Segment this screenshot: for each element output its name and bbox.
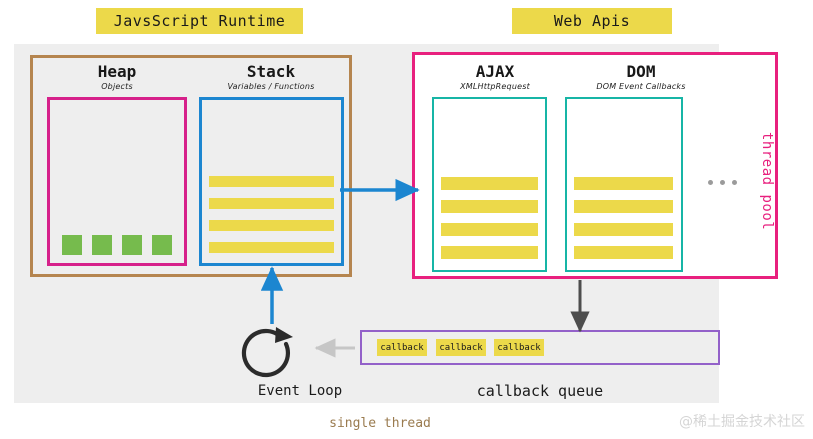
heap-object-block xyxy=(152,235,172,255)
stack-subtitle: Variables / Functions xyxy=(227,82,315,91)
heap-object-block xyxy=(92,235,112,255)
javascript-runtime-title: JavsScript Runtime xyxy=(96,8,303,34)
dom-task-bar xyxy=(574,200,673,213)
heap-object-block xyxy=(122,235,142,255)
ajax-task-bar xyxy=(441,223,538,236)
javascript-runtime-box xyxy=(30,55,352,277)
web-apis-title: Web Apis xyxy=(512,8,672,34)
more-apis-ellipsis-icon xyxy=(708,180,737,185)
single-thread-label: single thread xyxy=(329,416,431,431)
ajax-subtitle: XMLHttpRequest xyxy=(460,82,530,91)
callback-queue-label: callback queue xyxy=(476,382,604,400)
stack-frame-bar xyxy=(209,176,334,187)
dom-title: DOM xyxy=(626,62,656,81)
heap-title: Heap xyxy=(97,62,137,81)
stack-title: Stack xyxy=(246,62,296,81)
stack-frame-bar xyxy=(209,198,334,209)
stack-frame-bar xyxy=(209,220,334,231)
thread-pool-label: thread pool xyxy=(759,132,775,231)
callback-chip: callback xyxy=(494,339,544,356)
stack-box xyxy=(199,97,344,266)
heap-subtitle: Objects xyxy=(101,82,133,91)
dom-box xyxy=(565,97,683,272)
dom-task-bar xyxy=(574,246,673,259)
ajax-task-bar xyxy=(441,246,538,259)
dom-subtitle: DOM Event Callbacks xyxy=(596,82,686,91)
ajax-task-bar xyxy=(441,200,538,213)
watermark: @稀土掘金技术社区 xyxy=(679,414,805,430)
ajax-box xyxy=(432,97,547,272)
ajax-title: AJAX xyxy=(475,62,515,81)
web-apis-box xyxy=(412,52,778,279)
callback-chip: callback xyxy=(377,339,427,356)
event-loop-label: Event Loop xyxy=(257,383,343,399)
dom-task-bar xyxy=(574,223,673,236)
stack-frame-bar xyxy=(209,242,334,253)
dom-task-bar xyxy=(574,177,673,190)
callback-chip: callback xyxy=(436,339,486,356)
heap-object-block xyxy=(62,235,82,255)
ajax-task-bar xyxy=(441,177,538,190)
heap-box xyxy=(47,97,187,266)
